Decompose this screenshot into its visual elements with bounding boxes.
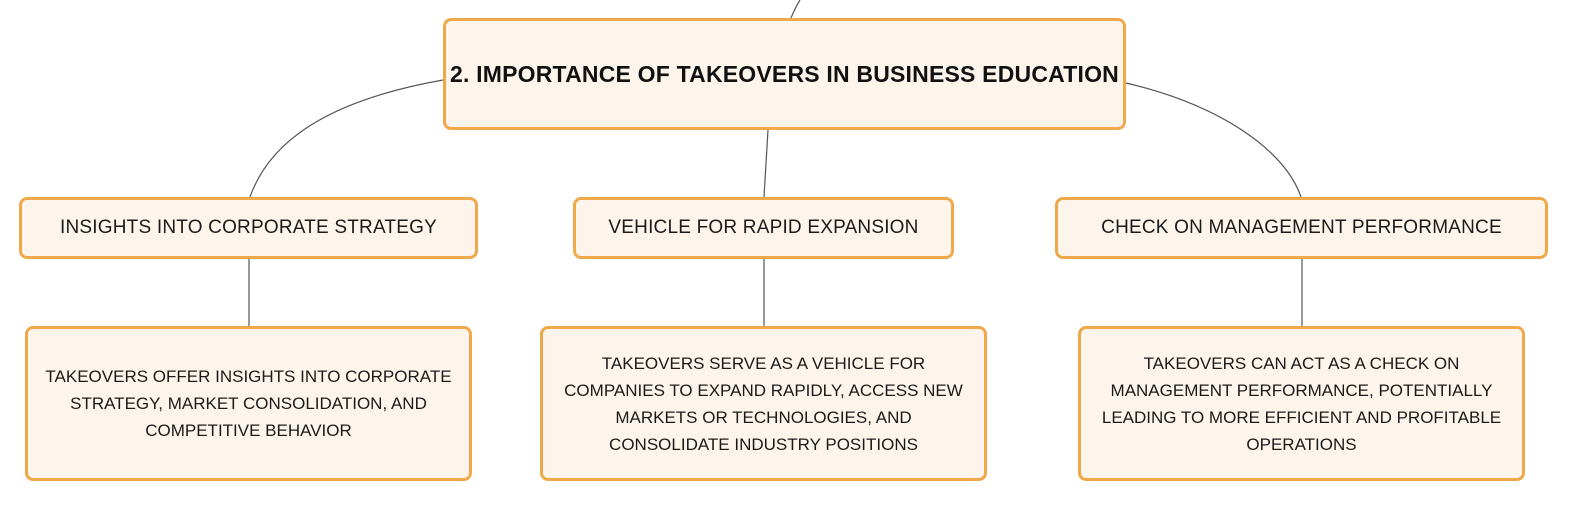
root-node-label: 2. IMPORTANCE OF TAKEOVERS IN BUSINESS E… — [450, 60, 1119, 87]
root-node[interactable]: 2. IMPORTANCE OF TAKEOVERS IN BUSINESS E… — [443, 18, 1126, 130]
detail-node-rapid-expansion[interactable]: TAKEOVERS SERVE AS A VEHICLE FOR COMPANI… — [540, 326, 987, 481]
topic-node-rapid-expansion[interactable]: VEHICLE FOR RAPID EXPANSION — [573, 197, 954, 259]
detail-node-text: TAKEOVERS OFFER INSIGHTS INTO CORPORATE … — [45, 367, 452, 440]
topic-node-management-performance[interactable]: CHECK ON MANAGEMENT PERFORMANCE — [1055, 197, 1548, 259]
detail-node-text: TAKEOVERS SERVE AS A VEHICLE FOR COMPANI… — [564, 353, 963, 454]
detail-node-corporate-strategy[interactable]: TAKEOVERS OFFER INSIGHTS INTO CORPORATE … — [25, 326, 472, 481]
topic-node-label: VEHICLE FOR RAPID EXPANSION — [608, 217, 919, 238]
connector-root-to-topic-2 — [763, 129, 769, 198]
connector-parent-to-root — [790, 0, 801, 19]
connector-root-to-topic-1 — [249, 79, 444, 198]
connector-root-to-topic-3 — [1125, 82, 1302, 198]
detail-node-management-performance[interactable]: TAKEOVERS CAN ACT AS A CHECK ON MANAGEME… — [1078, 326, 1525, 481]
topic-node-corporate-strategy[interactable]: INSIGHTS INTO CORPORATE STRATEGY — [19, 197, 478, 259]
topic-node-label: CHECK ON MANAGEMENT PERFORMANCE — [1101, 217, 1502, 238]
topic-node-label: INSIGHTS INTO CORPORATE STRATEGY — [60, 217, 437, 238]
detail-node-text: TAKEOVERS CAN ACT AS A CHECK ON MANAGEME… — [1101, 353, 1502, 454]
